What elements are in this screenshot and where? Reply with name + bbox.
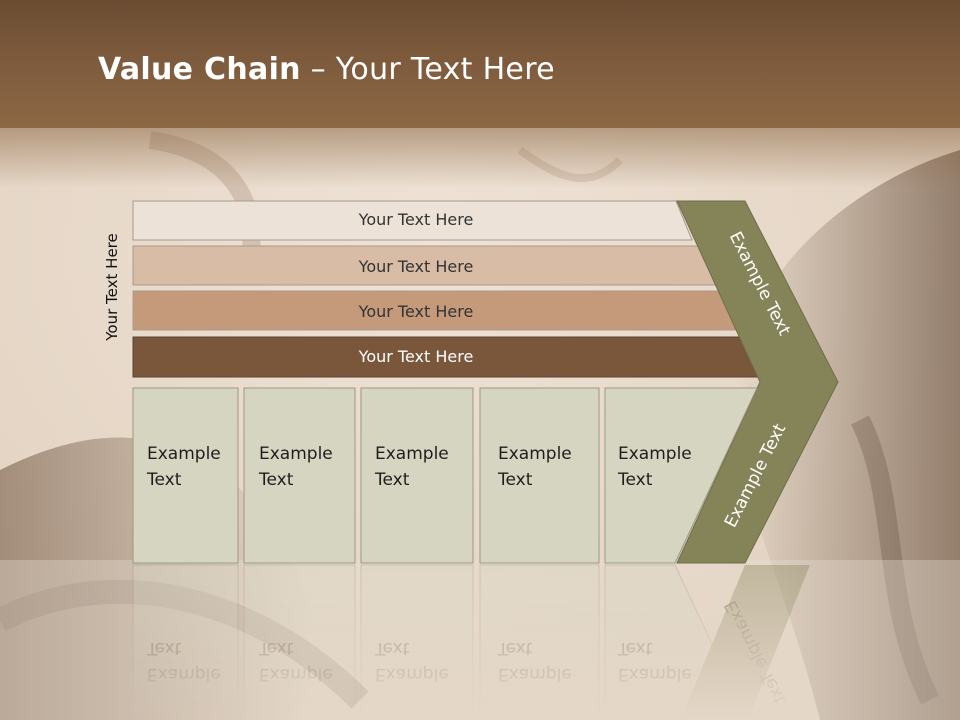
primary-box-shape	[243, 387, 356, 564]
title-rest: – Your Text Here	[300, 52, 555, 87]
support-bar: Your Text Here	[132, 336, 763, 378]
primary-box-line1: Example	[259, 444, 333, 464]
reflection-box-line2: Text	[146, 638, 182, 658]
reflection-box-line1: Example	[147, 664, 221, 684]
primary-box-line2: Text	[146, 470, 182, 490]
diagram-reflection: Example Text Example Text Example Text E…	[132, 564, 810, 720]
primary-box-line2: Text	[617, 470, 653, 490]
reflection-box-line1: Example	[618, 664, 692, 684]
title-bold: Value Chain	[98, 52, 301, 87]
slide-title: Value Chain – Your Text Here	[98, 52, 555, 87]
reflection-box	[360, 564, 474, 720]
primary-box-line1: Example	[375, 444, 449, 464]
reflection-box	[479, 564, 600, 720]
primary-box: Example Text	[479, 387, 600, 564]
reflection-box-line2: Text	[497, 638, 533, 658]
primary-box: Example Text	[132, 387, 239, 564]
primary-box-shape	[479, 387, 600, 564]
support-bar-label: Your Text Here	[358, 257, 474, 276]
primary-box: Example Text	[604, 387, 758, 564]
support-bar-label: Your Text Here	[358, 302, 474, 321]
reflection-box-line2: Text	[258, 638, 294, 658]
support-bar: Your Text Here	[132, 290, 739, 331]
reflection-box-line1: Example	[375, 664, 449, 684]
primary-box-line2: Text	[374, 470, 410, 490]
support-bar-label: Your Text Here	[358, 210, 474, 229]
primary-box-line2: Text	[497, 470, 533, 490]
support-bar: Your Text Here	[132, 200, 693, 241]
header-band	[0, 0, 960, 128]
reflection-box	[132, 564, 239, 720]
chevron-shape	[676, 200, 839, 564]
primary-box-line2: Text	[258, 470, 294, 490]
reflection-box-line2: Text	[374, 638, 410, 658]
support-bar-label: Your Text Here	[358, 347, 474, 366]
reflection-box-line1: Example	[498, 664, 572, 684]
primary-box-shape	[604, 387, 758, 564]
primary-box-shape	[360, 387, 474, 564]
support-bars: Your Text Here Your Text Here Your Text …	[132, 200, 763, 378]
primary-box-line1: Example	[618, 444, 692, 464]
primary-box-line1: Example	[147, 444, 221, 464]
support-bar: Your Text Here	[132, 245, 717, 286]
reflection-box	[243, 564, 356, 720]
support-bar-shape	[132, 200, 693, 241]
primary-box-line1: Example	[498, 444, 572, 464]
primary-box: Example Text	[243, 387, 356, 564]
header-fade	[0, 128, 960, 188]
primary-boxes: Example Text Example Text Example Text E…	[132, 387, 758, 564]
reflection-box-line2: Text	[617, 638, 653, 658]
primary-box: Example Text	[360, 387, 474, 564]
reflection-chevron	[680, 565, 810, 720]
primary-box-shape	[132, 387, 239, 564]
reflection-box-line1: Example	[259, 664, 333, 684]
